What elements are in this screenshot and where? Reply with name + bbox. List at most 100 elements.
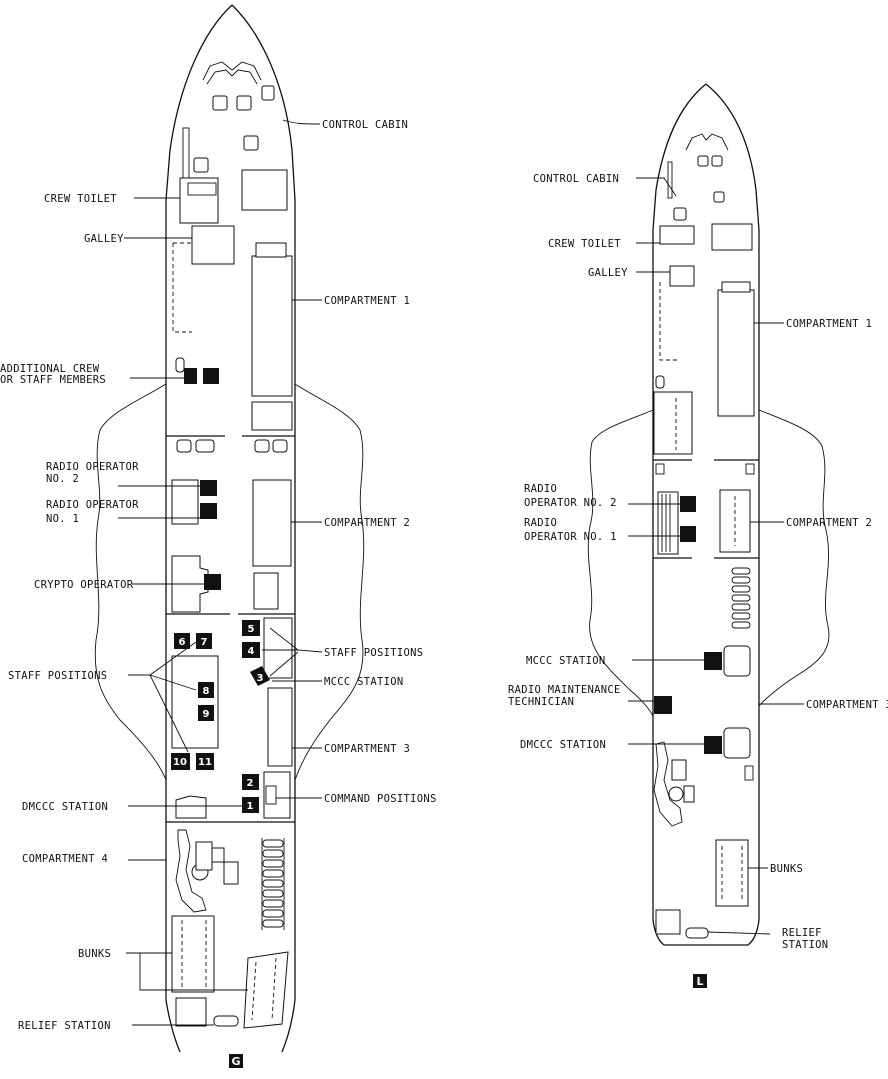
left-figure-id: G (231, 1055, 240, 1068)
right-label-relief: RELIEF (782, 927, 822, 939)
right-label-compartment-2: COMPARTMENT 2 (786, 517, 872, 529)
left-comp1-block (251, 255, 293, 397)
left-dmccc-desk (175, 795, 207, 819)
left-staff-table (171, 655, 219, 749)
left-label-crew-toilet: CREW TOILET (44, 193, 117, 205)
right-comp1-top (721, 281, 751, 293)
left-jump-seat (193, 157, 209, 173)
position-number: 4 (248, 646, 255, 657)
left-label-galley: GALLEY (84, 233, 124, 245)
position-number: 10 (173, 757, 187, 768)
right-small-box (744, 765, 754, 781)
left-galley (191, 225, 235, 265)
right-copilot-seat (711, 155, 723, 167)
left-staff-11-seat (196, 753, 214, 770)
left-addl-small-seat (175, 357, 185, 373)
right-comp1-lower (653, 391, 693, 455)
right-label-crew-toilet: CREW TOILET (548, 238, 621, 250)
left-bunk-left (171, 915, 215, 993)
right-radio-op-1-seat (680, 526, 696, 542)
position-number: 9 (203, 709, 210, 720)
right-label-galley: GALLEY (588, 267, 628, 279)
right-wing-root-right (758, 409, 830, 707)
left-label-staff-positions-left: STAFF POSITIONS (8, 670, 107, 682)
left-label-additional-crew: ADDITIONAL CREW (0, 363, 100, 375)
left-comp1-top (255, 242, 287, 258)
right-bulk-box-a (655, 463, 665, 475)
right-bunk (715, 839, 749, 907)
left-nav-seat (243, 135, 259, 151)
position-number: 8 (203, 686, 210, 697)
right-figure-id: L (696, 975, 703, 988)
left-label-radio-op-2-no: NO. 2 (46, 473, 79, 485)
position-number: 5 (248, 624, 255, 635)
left-comp2-block (252, 479, 292, 567)
right-label-compartment-1: COMPARTMENT 1 (786, 318, 872, 330)
left-figure-marker (229, 1054, 243, 1068)
position-number: 11 (198, 757, 212, 768)
right-label-radio-1: RADIO (524, 517, 557, 529)
position-number: 6 (179, 637, 186, 648)
right-cockpit-windows (685, 133, 729, 151)
left-galley-dash (172, 242, 192, 333)
right-pilot-seat (697, 155, 709, 167)
left-label-compartment-2: COMPARTMENT 2 (324, 517, 410, 529)
left-label-compartment-4: COMPARTMENT 4 (22, 853, 108, 865)
left-label-staff-positions-right: STAFF POSITIONS (324, 647, 423, 659)
left-mccc-seat (250, 666, 270, 686)
right-aircraft: L CONTROL CABIN CREW TOILET GALLEY COMPA… (508, 83, 888, 988)
left-comp4-console (195, 841, 213, 871)
left-cmd-desk (263, 771, 291, 819)
position-number: 3 (257, 673, 264, 684)
right-jump-seat (673, 207, 687, 221)
left-galley-box (241, 169, 288, 211)
left-addl-seat-1 (184, 368, 197, 384)
left-label-radio-op-2: RADIO OPERATOR (46, 461, 139, 473)
right-fuselage-outline (652, 83, 760, 946)
right-label-control-cabin: CONTROL CABIN (533, 173, 619, 185)
left-bulkhead-seat-c (254, 439, 270, 453)
left-comp1-lower (251, 401, 293, 431)
left-aircraft: G 6 7 8 9 10 11 5 4 3 2 1 (0, 4, 436, 1068)
left-label-mccc-station: MCCC STATION (324, 676, 403, 688)
left-comp4-box-2 (223, 861, 239, 885)
left-copilot-seat (236, 95, 252, 111)
right-label-radio-2: RADIO (524, 483, 557, 495)
left-fuselage-outline (165, 4, 296, 1053)
left-comp4-seats (175, 829, 207, 913)
left-wing-root-left (94, 383, 167, 781)
left-comp2-lower (253, 572, 279, 610)
right-bunk-dash (721, 846, 743, 900)
right-label-radio-op-2: OPERATOR NO. 2 (524, 497, 617, 509)
right-radio-maint-seat (654, 696, 672, 714)
right-comp1-block (717, 289, 755, 417)
left-bulkhead-seat-a (176, 439, 192, 453)
position-number: 2 (247, 778, 254, 789)
left-label-staff-members: OR STAFF MEMBERS (0, 374, 106, 386)
right-label-mccc-station: MCCC STATION (526, 655, 605, 667)
right-figure-marker (693, 974, 707, 988)
left-comp3-block (267, 687, 293, 767)
left-bunk-right (243, 951, 289, 1029)
right-mccc-seat (704, 652, 722, 670)
left-bulkhead-seat-d (272, 439, 288, 453)
right-label-bunks: BUNKS (770, 863, 803, 875)
left-radio-op-1-seat (200, 503, 217, 519)
left-label-radio-op-1-no: NO. 1 (46, 513, 79, 525)
right-galley-box (711, 223, 753, 251)
right-leader-lines (628, 177, 804, 935)
left-bunk-right-dash (251, 957, 277, 1021)
right-label-compartment-3: COMPARTMENT 3 (806, 699, 888, 711)
left-relief-box (175, 997, 207, 1027)
right-label-radio-op-1: OPERATOR NO. 1 (524, 531, 617, 543)
left-label-compartment-1: COMPARTMENT 1 (324, 295, 410, 307)
left-label-radio-op-1: RADIO OPERATOR (46, 499, 139, 511)
left-label-bunks: BUNKS (78, 948, 111, 960)
right-nav-seat (713, 191, 725, 203)
left-bunk-left-dash (181, 920, 207, 988)
left-cabin-panel (182, 127, 190, 181)
left-staff-9-seat (198, 705, 214, 721)
left-cmd-desk-inner (265, 785, 277, 805)
